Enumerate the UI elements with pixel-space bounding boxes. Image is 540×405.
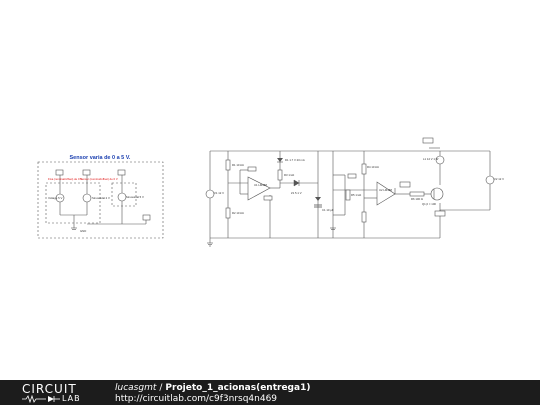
resistor-r2 <box>225 207 231 219</box>
label-r4: R4 10 kΩ <box>367 165 379 169</box>
source-label-3: Sinusoidal 5 V <box>126 195 144 199</box>
sensor-title: Sensor varia de 0 a 5 V. <box>70 155 131 161</box>
sensor-block-box <box>37 161 164 239</box>
schematic-canvas: Sensor varia de 0 a 5 V. Fixa (nominal/o… <box>37 137 504 247</box>
node-flag-4 <box>142 214 151 221</box>
label-lamp: L1 12 V 1 W <box>423 157 439 161</box>
resistor-r3 <box>247 166 257 172</box>
output-voltage-source <box>485 175 495 185</box>
label-r2: R2 10 kΩ <box>232 211 244 215</box>
voltage-source-2 <box>82 193 92 203</box>
label-r3: R3 1 kΩ <box>284 173 294 177</box>
label-opamp-2: U2 LM358 <box>379 188 392 192</box>
led <box>277 158 283 162</box>
red-label-1: Fixa (nominal/offset) de 0 V <box>48 177 82 181</box>
resistor-r5 <box>361 163 367 175</box>
label-led: D1 1.7 V 20 mA <box>285 158 305 162</box>
label-r5: R5 1 kΩ <box>351 193 361 197</box>
circuitlab-logo[interactable]: CIRCUIT LAB <box>22 383 94 403</box>
path-separator: / <box>159 383 163 393</box>
transistor <box>430 187 444 201</box>
resistor-r4 <box>277 169 283 181</box>
opamp-1 <box>247 176 271 201</box>
diode <box>293 179 300 187</box>
node-flag-8 <box>347 173 357 179</box>
node-flag-9 <box>263 195 273 201</box>
logo-waveform-icon <box>22 394 60 403</box>
node-flag-5 <box>422 137 434 144</box>
footer-bar: CIRCUIT LAB lucasgmt/Projeto_1_acionas(e… <box>0 380 540 405</box>
resistor-r7 <box>345 189 351 201</box>
sensor-inner-box <box>45 182 101 224</box>
label-v-out: V2 12 V <box>494 177 504 181</box>
main-voltage-source <box>205 189 215 199</box>
lamp <box>435 155 445 165</box>
project-meta: lucasgmt/Projeto_1_acionas(entrega1) htt… <box>115 383 310 404</box>
resistor-r1 <box>225 159 231 171</box>
label-cap: C1 10 µF <box>322 208 334 212</box>
label-v-main: V1 12 V <box>214 191 224 195</box>
label-zener: Z1 5.1 V <box>291 191 302 195</box>
logo-text-top: CIRCUIT <box>22 382 77 396</box>
red-label-2: Sensor (nominal/offset) de 0 V <box>80 177 118 181</box>
source-label-1: Voltage 5 V <box>48 196 62 200</box>
node-flag-1 <box>55 169 64 176</box>
label-opamp-1: U1 LM358 <box>254 183 267 187</box>
logo-text-bottom: LAB <box>62 394 81 403</box>
gnd-label: GND <box>80 229 86 233</box>
author-link[interactable]: lucasgmt <box>115 383 157 393</box>
resistor-r8 <box>409 191 425 197</box>
node-flag-3 <box>117 169 126 176</box>
project-title[interactable]: Projeto_1_acionas(entrega1) <box>165 383 311 393</box>
sensor-right-box <box>111 182 137 207</box>
source-label-2: Sinusoidal 2 V <box>92 196 110 200</box>
node-flag-2 <box>82 169 91 176</box>
project-url[interactable]: http://circuitlab.com/c9f3nrsq4n469 <box>115 394 278 404</box>
voltage-source-1 <box>55 193 65 203</box>
label-r6: R6 100 Ω <box>411 197 423 201</box>
label-transistor: Q1 β = 100 <box>422 202 436 206</box>
label-r1: R1 10 kΩ <box>232 163 244 167</box>
resistor-r6 <box>361 211 367 223</box>
opamp-2 <box>376 181 396 206</box>
node-flag-6 <box>399 181 411 188</box>
zener-diode <box>315 197 321 201</box>
node-flag-7 <box>434 210 446 217</box>
voltage-source-3 <box>117 192 127 202</box>
